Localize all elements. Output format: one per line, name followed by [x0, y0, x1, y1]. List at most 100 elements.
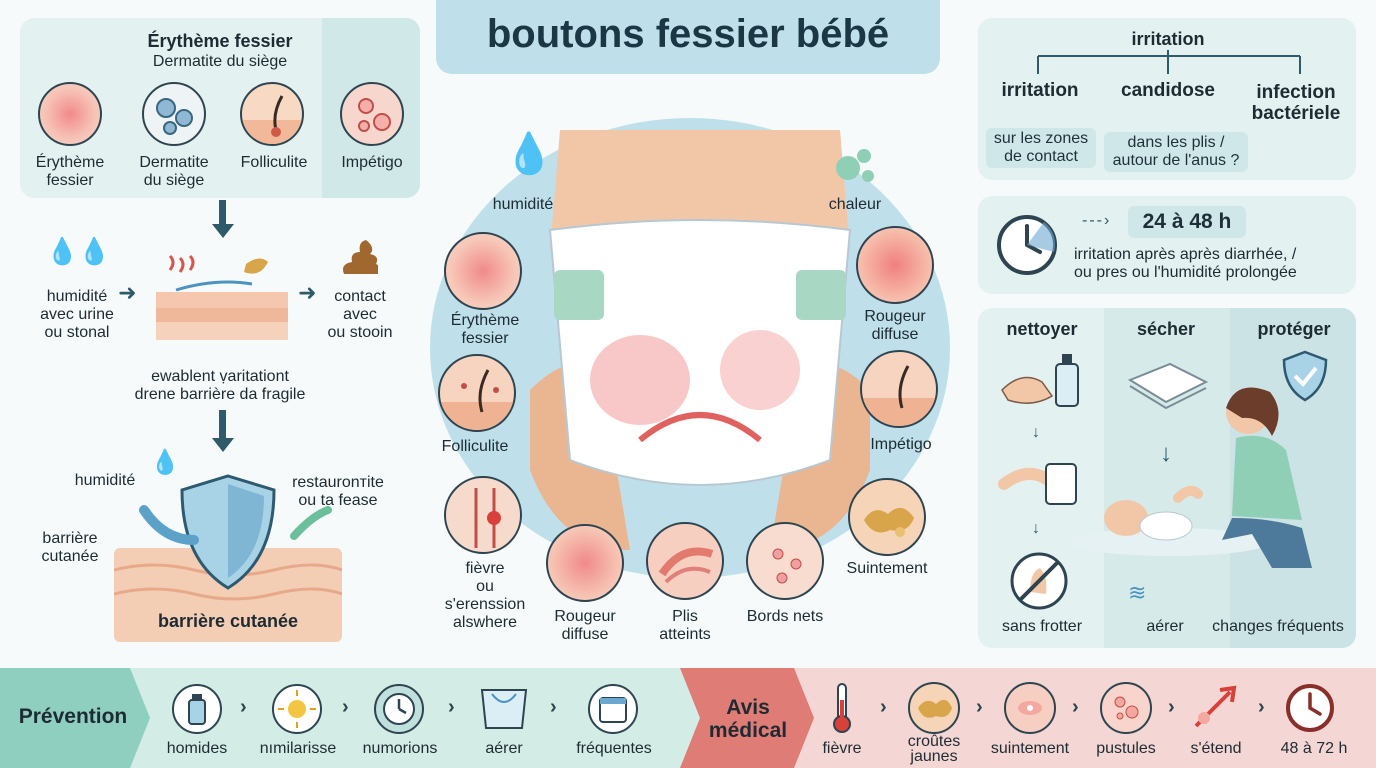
center-right-label-3: Suintement — [846, 560, 928, 577]
center-humidity-label: humidité — [492, 196, 554, 213]
arrow-down-small-icon: ↓ — [1032, 520, 1040, 537]
type-label-4: Impétigo — [341, 154, 403, 171]
impetigo-circle-icon — [860, 350, 938, 428]
arrow-down-small-icon: ↓ — [1160, 440, 1172, 467]
blisters-icon — [340, 82, 404, 146]
medical-label-block — [680, 668, 814, 768]
arrow-stem-2 — [219, 410, 226, 440]
center-bottom-label-2: Plis atteints — [659, 608, 711, 643]
medical-item-4: pustules — [1096, 740, 1156, 757]
chevron-right-icon: › — [550, 696, 557, 718]
tree-branch-1-title: irritation — [1001, 80, 1079, 101]
center-heat-label: chaleur — [828, 196, 882, 213]
germs-icon — [142, 82, 206, 146]
barrier-restore-label: restauronтite ou ta fease — [292, 474, 384, 509]
arrow-stem-1 — [219, 200, 226, 226]
barrier-side-label: barrière cutanée — [41, 530, 99, 565]
diaper-icon — [478, 686, 530, 732]
prevention-item-3: numorions — [362, 740, 438, 757]
prevention-item-1: homides — [166, 740, 228, 757]
clock-icon — [994, 212, 1060, 278]
prevention-label-block — [0, 668, 150, 768]
clock-icon — [1284, 682, 1336, 734]
chevron-right-icon: › — [1168, 696, 1175, 718]
crust-icon — [908, 682, 960, 734]
calendar-icon — [588, 684, 638, 734]
arrow-right-icon: ➜ — [298, 280, 317, 305]
arrow-down-icon — [212, 438, 234, 452]
spreading-icon — [1190, 682, 1244, 732]
prevention-item-4: aérer — [485, 740, 523, 757]
cause-right-label: contact avec ou stooin — [327, 288, 393, 341]
timing-text: irritation après après diarrhée, / ou pr… — [1074, 246, 1297, 281]
medical-item-2: croûtes jaunes — [907, 733, 961, 765]
chevron-right-icon: › — [976, 696, 983, 718]
type-label-1: Érythème fessier — [35, 154, 105, 189]
arrow-down-icon — [212, 224, 234, 238]
chevron-right-icon: › — [1258, 696, 1265, 718]
erythema-circle-icon — [444, 232, 522, 310]
diffuse-redness-bottom-icon — [546, 524, 624, 602]
redness-icon — [38, 82, 102, 146]
hair-follicle-icon — [240, 82, 304, 146]
medical-item-1: fièvre — [822, 740, 862, 757]
shield-check-icon — [1280, 348, 1330, 404]
type-label-3: Folliculite — [240, 154, 308, 171]
sharp-edges-circle-icon — [746, 522, 824, 600]
types-subheading: Dermatite du siège — [152, 53, 288, 70]
oozing-icon — [1004, 682, 1056, 734]
dashed-arrow-icon: ---› — [1082, 212, 1112, 229]
tree-root: irritation — [1131, 29, 1205, 49]
care-caption-dry: aérer — [1146, 618, 1184, 635]
medical-label: Avis médical — [708, 696, 788, 742]
chevron-right-icon: › — [880, 696, 887, 718]
folds-circle-icon — [646, 522, 724, 600]
fever-circle-icon — [444, 476, 522, 554]
prevention-label: Prévention — [18, 705, 128, 728]
diaper-illustration — [530, 130, 870, 570]
tree-connector — [1037, 50, 1301, 74]
arrow-down-small-icon: ↓ — [1032, 424, 1040, 441]
oozing-circle-icon — [848, 478, 926, 556]
clock-icon — [374, 684, 424, 734]
parent-baby-illustration — [1066, 378, 1356, 588]
heat-germ-icon — [828, 138, 884, 194]
center-bottom-label-1: Rougeur diffuse — [554, 608, 616, 643]
chevron-right-icon: › — [240, 696, 247, 718]
diffuse-redness-circle-icon — [856, 226, 934, 304]
stool-icon — [338, 238, 381, 278]
tree-branch-2-detail: dans les plis / autour de l'anus ? — [1104, 132, 1248, 172]
tree-branch-2-title: candidose — [1121, 80, 1215, 101]
center-left-label-3: fièvre ou s'erenssion alswhere — [444, 560, 526, 631]
diaper-change-icon — [998, 454, 1084, 514]
care-caption-clean: sans frotter — [1001, 618, 1083, 635]
care-caption-protect: changes fréquents — [1212, 618, 1344, 635]
medical-item-5: s'étend — [1190, 740, 1242, 757]
thermometer-icon — [830, 682, 854, 734]
center-bottom-label-3: Bords nets — [746, 608, 824, 625]
arrow-right-icon: ➜ — [118, 280, 137, 305]
barrier-humidity-label: humidité — [74, 472, 136, 489]
medical-item-6: 48 à 72 h — [1280, 740, 1348, 757]
bottle-icon — [172, 684, 222, 734]
tree-branch-1-detail: sur les zones de contact — [986, 128, 1096, 168]
chevron-right-icon: › — [342, 696, 349, 718]
barrier-bottom-label: barrière cutanée — [157, 611, 299, 631]
no-rubbing-icon — [1008, 550, 1070, 612]
page-title: boutons fessier bébé — [486, 12, 890, 56]
washing-hands-icon — [998, 350, 1084, 414]
skin-barrier-illustration — [113, 470, 343, 642]
prevention-item-2: nımilarisse — [259, 740, 337, 757]
sun-icon — [272, 684, 322, 734]
medical-item-3: suintement — [990, 740, 1070, 757]
care-step-clean: nettoyer — [1006, 319, 1078, 339]
towel-icon — [1126, 356, 1210, 412]
prevention-item-5: fréquentes — [576, 740, 652, 757]
droplets-icon: 💧💧 — [46, 236, 111, 266]
type-label-2: Dermatite du siège — [139, 154, 209, 189]
center-right-label-1: Rougeur diffuse — [864, 308, 926, 343]
skin-layers-icon — [156, 244, 288, 344]
care-step-protect: protéger — [1257, 319, 1331, 339]
care-step-dry: sécher — [1136, 319, 1196, 339]
chevron-right-icon: › — [448, 696, 455, 718]
